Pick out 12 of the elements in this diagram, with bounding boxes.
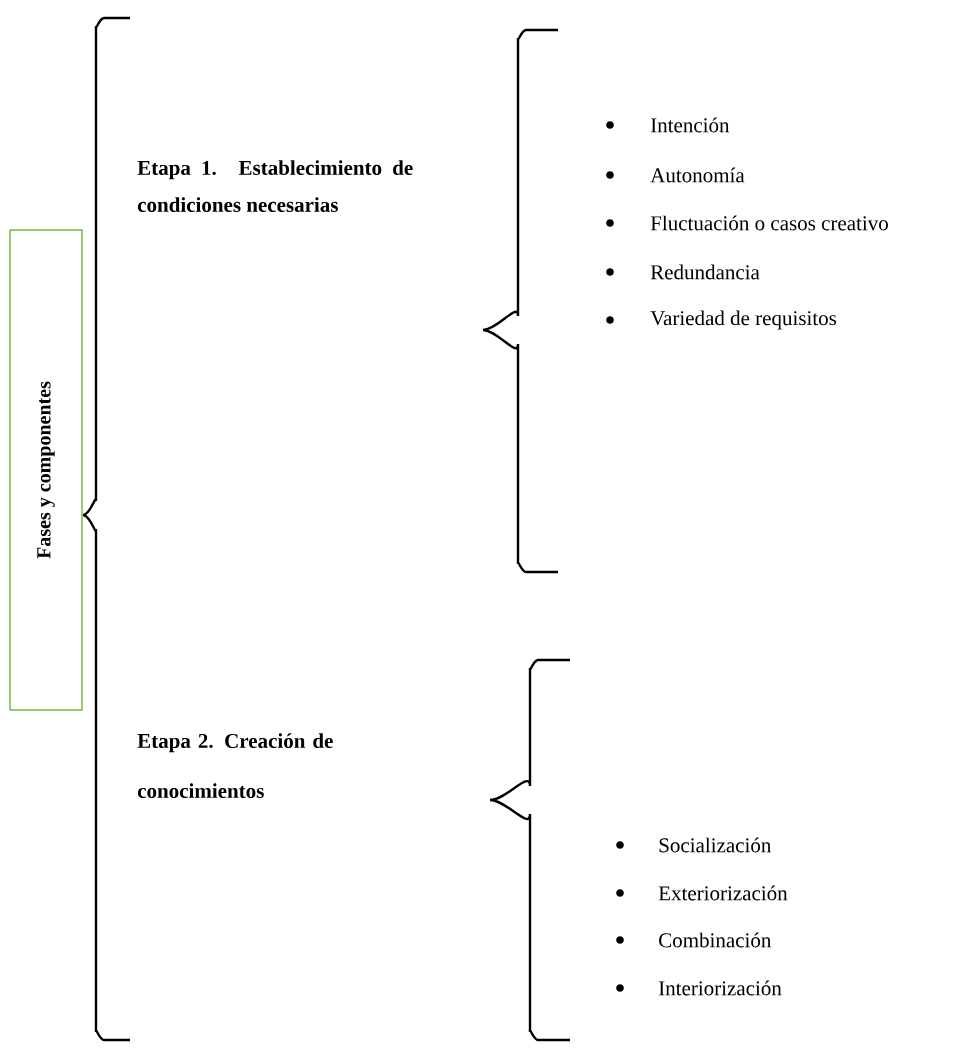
list-item: Redundancia xyxy=(650,264,760,280)
list-item: Intención xyxy=(650,117,730,133)
list-item: Combinación xyxy=(659,932,772,948)
stage-heading: Etapa 1. Establecimiento de condiciones necesarias xyxy=(137,160,413,212)
title-box: Fases y componentes xyxy=(9,229,83,711)
list-item: Fluctuación o casos creativo xyxy=(650,215,888,231)
stage-heading: Etapa 2. Creación de conocimientos xyxy=(137,733,333,798)
list-item: Interiorización xyxy=(658,980,782,996)
list-item: Exteriorización xyxy=(658,885,788,901)
list-item: Variedad de requisitos xyxy=(650,310,837,330)
list-item: Socialización xyxy=(659,837,772,853)
list-item: Autonomía xyxy=(650,167,745,183)
